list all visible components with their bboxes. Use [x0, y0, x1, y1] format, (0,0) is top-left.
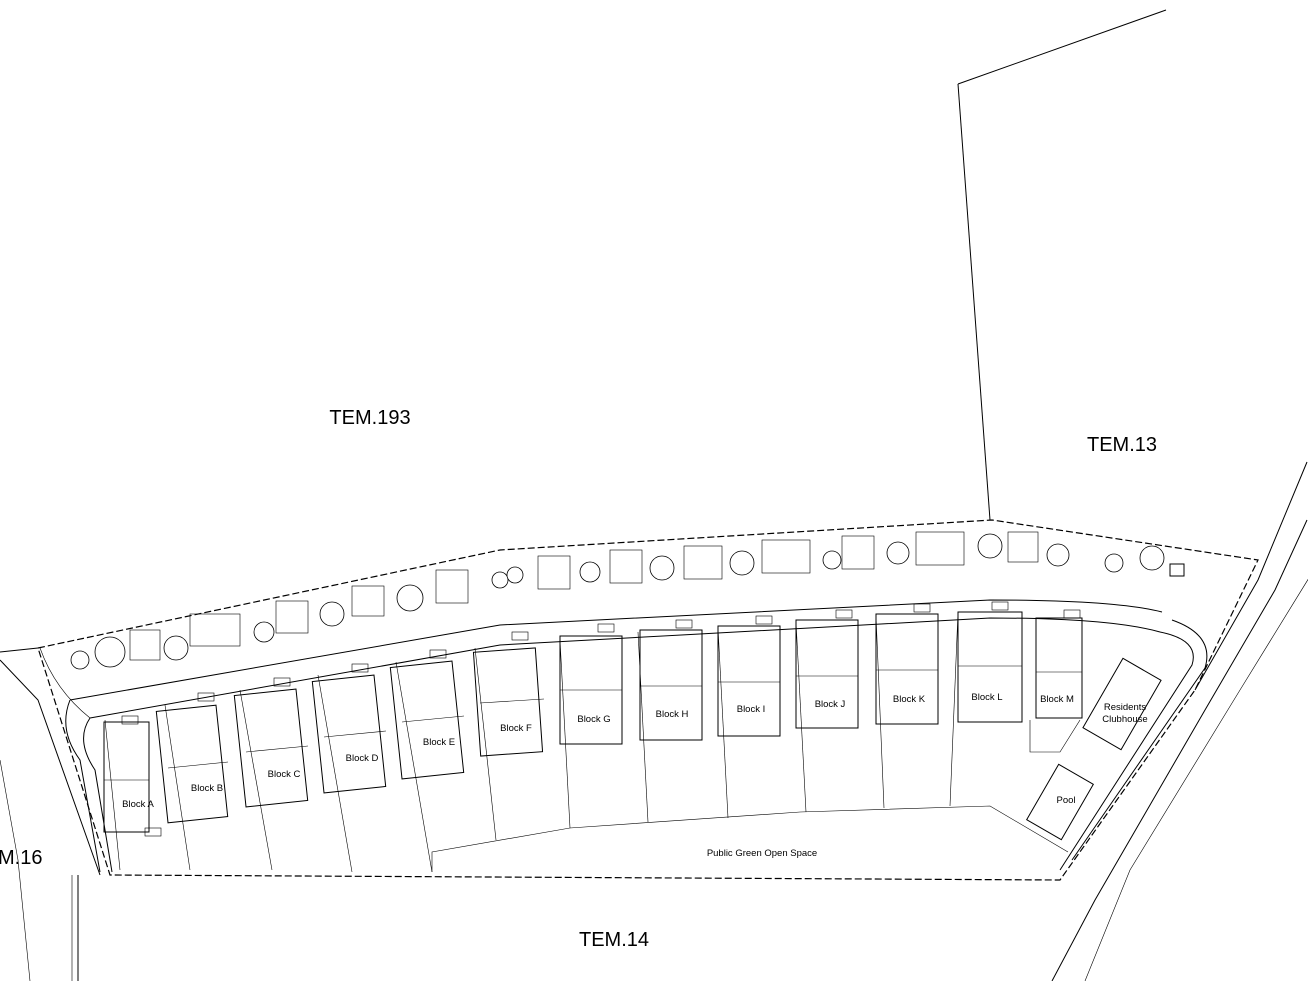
gate-post — [1169, 563, 1185, 577]
block-label-k: Block K — [893, 694, 926, 705]
lot-label-west: M.16 — [0, 847, 42, 869]
block-label-g: Block G — [577, 714, 610, 725]
block-label-b: Block B — [191, 783, 223, 794]
amenities — [1025, 657, 1162, 841]
block-label-j: Block J — [815, 699, 846, 710]
trees — [70, 533, 1165, 670]
surrounding-plot-lines — [0, 9, 1308, 981]
block-label-d: Block D — [346, 753, 379, 764]
lot-label-north: TEM.193 — [329, 407, 410, 429]
lot-label-south: TEM.14 — [579, 929, 649, 951]
parking-bays — [129, 531, 1039, 661]
open-space-label: Public Green Open Space — [707, 848, 817, 859]
block-label-f: Block F — [500, 723, 532, 734]
block-label-e: Block E — [423, 737, 455, 748]
block-label-i: Block I — [737, 704, 766, 715]
lot-label-north-east: TEM.13 — [1087, 434, 1157, 456]
block-label-a: Block A — [122, 799, 154, 810]
clubhouse-label-line1: Residents — [1104, 702, 1146, 713]
clubhouse-label-line2: Clubhouse — [1102, 714, 1147, 725]
internal-road — [39, 599, 1208, 873]
development-boundary — [37, 519, 1259, 881]
block-label-l: Block L — [971, 692, 1002, 703]
block-label-c: Block C — [268, 769, 301, 780]
blocks — [103, 601, 1083, 873]
pool-label: Pool — [1056, 795, 1075, 806]
block-label-h: Block H — [656, 709, 689, 720]
block-label-m: Block M — [1040, 694, 1074, 705]
